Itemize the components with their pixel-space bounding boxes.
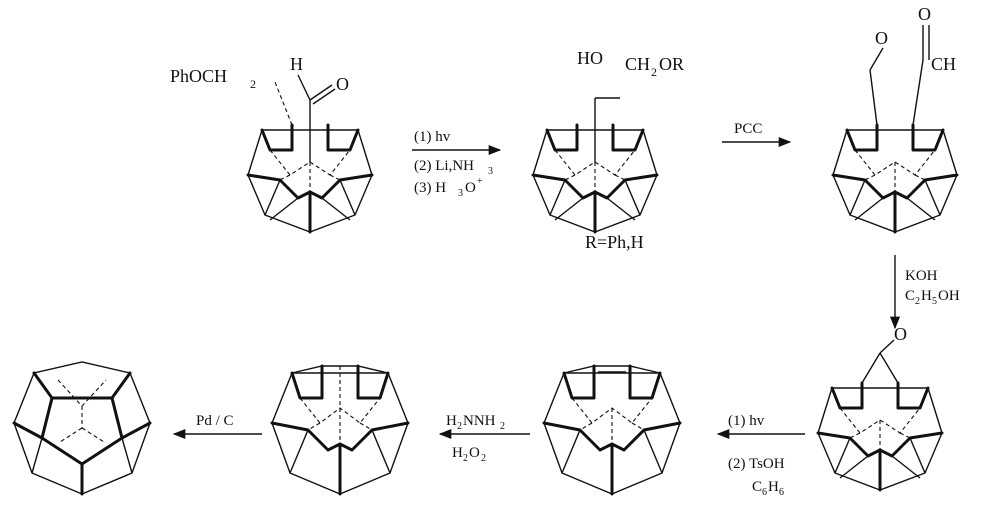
a5-reagent1-sub: 2: [457, 421, 462, 432]
a3-reagent2-h: H: [921, 288, 932, 304]
molecule-1: H O PhOCH 2: [170, 54, 374, 234]
a1-step2: (2) Li,NH: [414, 158, 474, 174]
m2-label-ch: CH: [625, 54, 650, 74]
a3-reagent2-sub5: 5: [932, 296, 937, 307]
arrow-6: Pd / C: [172, 413, 262, 440]
a2-reagent: PCC: [734, 121, 762, 137]
a1-step1: (1) hv: [414, 129, 451, 145]
arrow-4: (1) hv (2) TsOH C 6 H 6: [716, 413, 805, 498]
m1-label-sub2: 2: [250, 77, 256, 91]
a3-reagent2-oh: OH: [938, 288, 960, 304]
arrow-2: PCC: [722, 121, 792, 148]
a4-step2: (2) TsOH: [728, 456, 785, 472]
arrow-3: KOH C 2 H 5 OH: [889, 255, 960, 330]
a1-step3-sub: 3: [458, 188, 463, 199]
a5-reagent1-h: H: [446, 413, 457, 429]
a4-step2-h: H: [768, 479, 779, 495]
a5-reagent2-sub2: 2: [481, 453, 486, 464]
m4-label-o: O: [894, 324, 907, 344]
molecule-3: O O CH: [831, 4, 959, 234]
m3-label-o2: O: [918, 4, 931, 24]
a5-reagent1-sub2: 2: [500, 421, 505, 432]
a5-reagent2-h: H: [452, 445, 463, 461]
a5-reagent1-nnh: NNH: [463, 413, 496, 429]
molecule-6: [270, 364, 410, 496]
a4-step1: (1) hv: [728, 413, 765, 429]
a5-reagent2-sub: 2: [463, 453, 468, 464]
m2-r-note: R=Ph,H: [585, 232, 644, 252]
a4-step2-sub6a: 6: [762, 487, 767, 498]
a3-reagent1: KOH: [905, 268, 938, 284]
a1-step2-sub: 3: [488, 166, 493, 177]
a4-step2-c: C: [752, 479, 762, 495]
m3-label-ch: CH: [931, 54, 956, 74]
a3-reagent2-c: C: [905, 288, 915, 304]
a6-reagent: Pd / C: [196, 413, 234, 429]
m1-label-phoch: PhOCH: [170, 66, 227, 86]
arrow-5: H 2 NNH 2 H 2 O 2: [438, 413, 530, 464]
m1-label-o: O: [336, 74, 349, 94]
molecule-7-dodecahedrane: [12, 361, 152, 496]
m2-label-sub2: 2: [651, 65, 657, 79]
m3-label-o1: O: [875, 28, 888, 48]
molecule-4: O: [816, 324, 944, 492]
a1-step3-o: O: [465, 180, 476, 196]
a3-reagent2-sub2: 2: [915, 296, 920, 307]
molecule-5: [542, 364, 682, 496]
a1-step3: (3) H: [414, 180, 446, 196]
arrow-1: (1) hv (2) Li,NH 3 (3) H 3 O +: [412, 129, 502, 199]
a1-step3-plus: +: [477, 176, 483, 187]
a5-reagent2-o: O: [469, 445, 480, 461]
m2-label-or: OR: [659, 54, 684, 74]
m2-label-ho: HO: [577, 48, 603, 68]
a4-step2-sub6b: 6: [779, 487, 784, 498]
molecule-2: HO CH 2 OR R=Ph,H: [531, 48, 684, 252]
m1-label-h: H: [290, 54, 303, 74]
